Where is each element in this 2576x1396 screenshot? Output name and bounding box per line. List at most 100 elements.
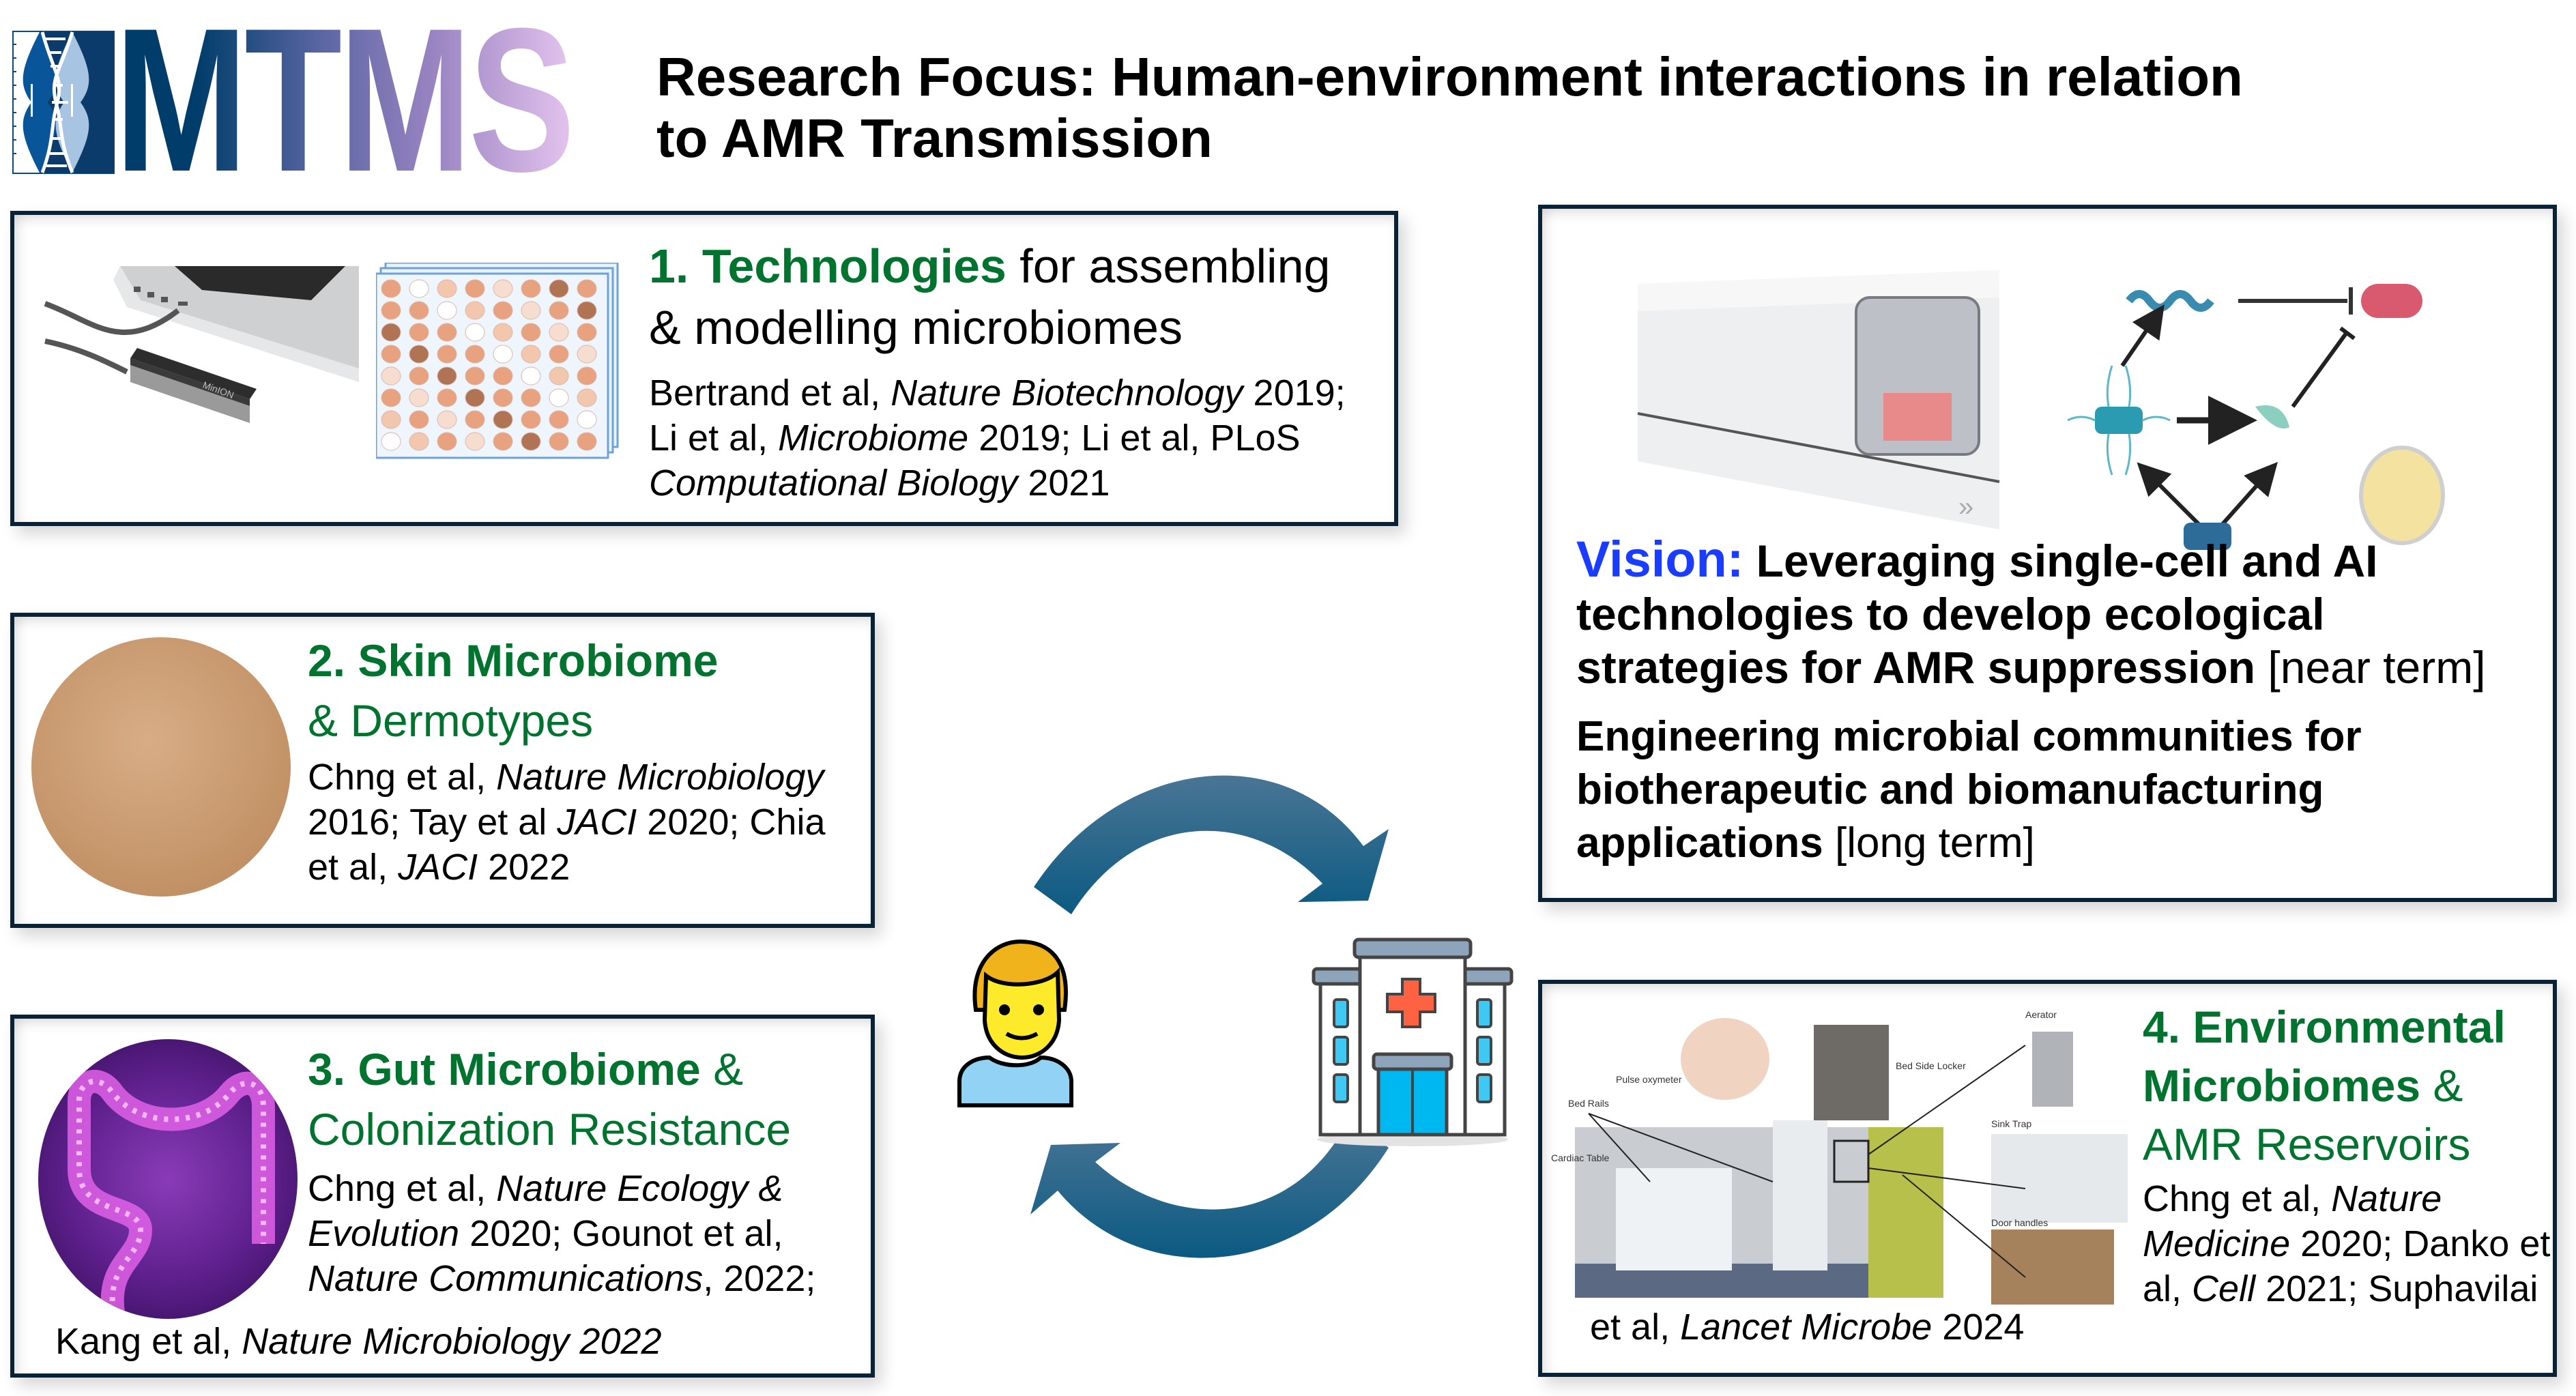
well [437,301,457,320]
pathogen-bacterium-icon [2361,284,2422,318]
well [521,432,541,451]
well [381,323,401,342]
citation: Li et al, Microbiome 2019; Li et al, PLo… [649,418,1301,459]
panel-3-citation-last: Kang et al, Nature Microbiology 2022 [55,1321,662,1362]
well [409,301,429,320]
well [577,388,597,407]
technologies-text: 1. Technologies for assembling & modelli… [649,235,1386,506]
well [465,323,485,342]
panel-3-heading-line2: Colonization Resistance [308,1104,792,1154]
well [409,323,429,342]
well [521,366,541,386]
panel-3-citations: Chng et al, Nature Ecology & Evolution 2… [308,1168,816,1299]
svg-text:»: » [1958,492,1973,522]
well [493,432,513,451]
petri-dish-icon [2359,446,2445,545]
hospital-ward-photo: Aerator Bed Side Locker Pulse oxymeter B… [1551,1009,2128,1305]
well [437,345,457,364]
photo-label: Sink Trap [1991,1118,2031,1129]
panel-3-heading: 3. Gut Microbiome & Colonization Resista… [308,1044,792,1154]
pulse-oximeter-photo [1681,1018,1769,1100]
single-cell-instrument-image: » [1637,270,2000,529]
well [465,345,485,364]
well [409,279,429,298]
skin-text: 2. Skin Microbiome & Dermotypes Chng et … [308,630,867,890]
well [493,279,513,298]
panel-1-heading: 1. Technologies for assembling & modelli… [649,235,1386,358]
well [465,432,485,451]
well [493,366,513,386]
arrow-to-hospital-icon [1034,775,1389,914]
well [521,323,541,342]
photo-label: Cardiac Table [1551,1152,1610,1163]
well [577,410,597,429]
person-icon [957,939,1073,1107]
well [521,301,541,320]
well [409,345,429,364]
well [381,388,401,407]
vision-panel: » Vision: Leveraging single-cell and AI … [1538,205,2557,902]
well [409,366,429,386]
dna-violin-plot-icon [12,31,115,174]
well [437,366,457,386]
gut-microbiome-panel: 3. Gut Microbiome & Colonization Resista… [10,1015,875,1378]
well [577,323,597,342]
citation: Bertrand et al, Nature Biotechnology 201… [649,373,1346,413]
well-plate-image [376,263,619,459]
well [493,345,513,364]
vision-label: Vision: [1576,531,1744,587]
well [409,388,429,407]
well-grid [381,279,597,451]
well [465,366,485,386]
well [549,432,569,451]
panel-1-heading-rest: for assembling [1006,239,1331,293]
photo-label: Aerator [2025,1009,2057,1020]
well [521,410,541,429]
hospital-icon [1312,937,1514,1146]
well [549,301,569,320]
well [437,388,457,407]
panel-1-citations: Bertrand et al, Nature Biotechnology 201… [649,370,1386,506]
sink-trap-photo [1991,1134,2128,1223]
well [549,279,569,298]
panel-2-heading: 2. Skin Microbiome & Dermotypes [308,630,867,751]
photo-label: Bed Side Locker [1896,1060,1966,1071]
well [521,279,541,298]
well [381,345,401,364]
panel-2-citations: Chng et al, Nature Microbiology 2016; Ta… [308,757,826,888]
door-handle-photo [1991,1230,2114,1305]
well [493,388,513,407]
well [577,279,597,298]
well [465,410,485,429]
well [493,410,513,429]
photo-label: Bed Rails [1568,1098,1609,1109]
bacterium-icon [2184,523,2231,550]
panel-1-heading-line2: & modelling microbiomes [649,301,1183,354]
well [549,366,569,386]
spirochete-icon [2126,290,2214,312]
bedside-locker-photo [1814,1025,1889,1120]
microbial-network-diagram [2067,284,2445,550]
panel-4-citation-last: et al, Lancet Microbe 2024 [1590,1307,2025,1348]
well [493,301,513,320]
page-title: Research Focus: Human-environment intera… [656,46,2362,169]
title-line-2: to AMR Transmission [656,108,1213,169]
vision-text: Vision: Leveraging single-cell and AI te… [1576,533,2545,870]
panel-2-heading-line1: 2. Skin Microbiome [308,635,719,686]
technologies-panel: MinION 1. Technologies for assembling & … [10,211,1398,526]
well [381,279,401,298]
panel-3-heading-bold: 3. Gut Microbiome [308,1044,701,1094]
environmental-microbiome-panel: Aerator Bed Side Locker Pulse oxymeter B… [1538,980,2557,1377]
panel-4-citations: Chng et al, Nature Medicine 2020; Danko … [2143,1178,2551,1309]
well [521,345,541,364]
well [409,432,429,451]
well [437,323,457,342]
well [493,323,513,342]
well [577,301,597,320]
well [577,366,597,386]
well [577,432,597,451]
well [549,388,569,407]
environmental-text: 4. Environmental Microbiomes & AMR Reser… [2143,998,2552,1311]
well [381,410,401,429]
mtms-logo: MTMS [12,0,620,202]
